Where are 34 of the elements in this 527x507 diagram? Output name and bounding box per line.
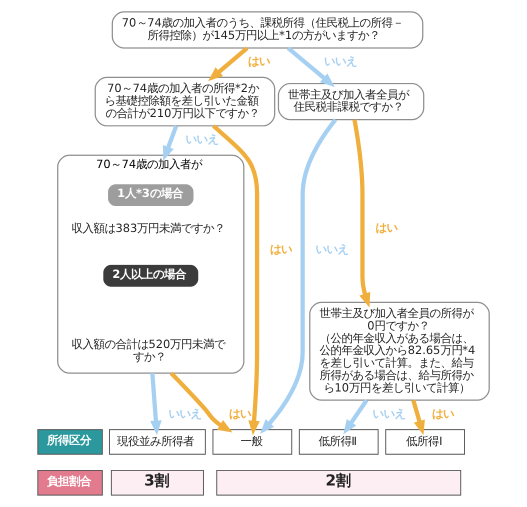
edge-label: はい	[432, 406, 454, 420]
edge-label: いいえ	[185, 132, 218, 146]
node-box: 70～74歳の加入者の所得*2から基礎控除額を差し引いた金額の合計が210万円以下ですか？	[94, 76, 276, 126]
edge-label: はい	[375, 220, 398, 234]
node-box: 一般	[212, 429, 292, 455]
node-box: 世帯主及び加入者全員が住民税非課税ですか？	[278, 82, 424, 120]
node-box: 2人以上の場合	[103, 264, 198, 287]
edge-label: いいえ	[315, 242, 348, 256]
arrow	[162, 125, 178, 161]
node-box: 現役並み所得者	[109, 429, 206, 455]
node-box: 低所得Ⅱ	[298, 429, 379, 455]
edge-label: いいえ	[372, 406, 406, 420]
node-box: 世帯主及び加入者全員の所得が0円ですか？ （公的年金収入がある場合は、公的年金収入から82.65万円*4を差し引いて計算。また、給与所得がある場合は、給与所得から10万円を差し引いて計算）	[309, 302, 490, 401]
arrow	[170, 372, 232, 433]
node-box: 2割	[216, 470, 462, 496]
arrow	[286, 46, 335, 88]
arrow	[212, 124, 260, 436]
edge-label: いいえ	[168, 406, 202, 420]
edge-label: はい	[229, 406, 252, 420]
edge-label: はい	[270, 242, 292, 256]
node-box: 1人*3の場合	[108, 184, 194, 206]
node-box: 負担割合	[37, 470, 103, 496]
arrow	[352, 119, 370, 308]
arrow	[150, 372, 162, 436]
node-box: 70～74歳の加入者のうち、課税所得（住民税上の所得－所得控除）が145万円以上*1の方がいますか？	[112, 11, 424, 49]
arrow	[260, 118, 338, 434]
arrow	[208, 46, 248, 82]
node-box: 低所得Ⅰ	[385, 429, 465, 455]
edge-label: はい	[248, 54, 270, 68]
edge-label: いいえ	[324, 54, 358, 68]
node-box: 3割	[110, 470, 204, 496]
arrow	[343, 399, 368, 434]
arrow	[411, 400, 425, 436]
node-box: 所得区分	[37, 429, 103, 455]
